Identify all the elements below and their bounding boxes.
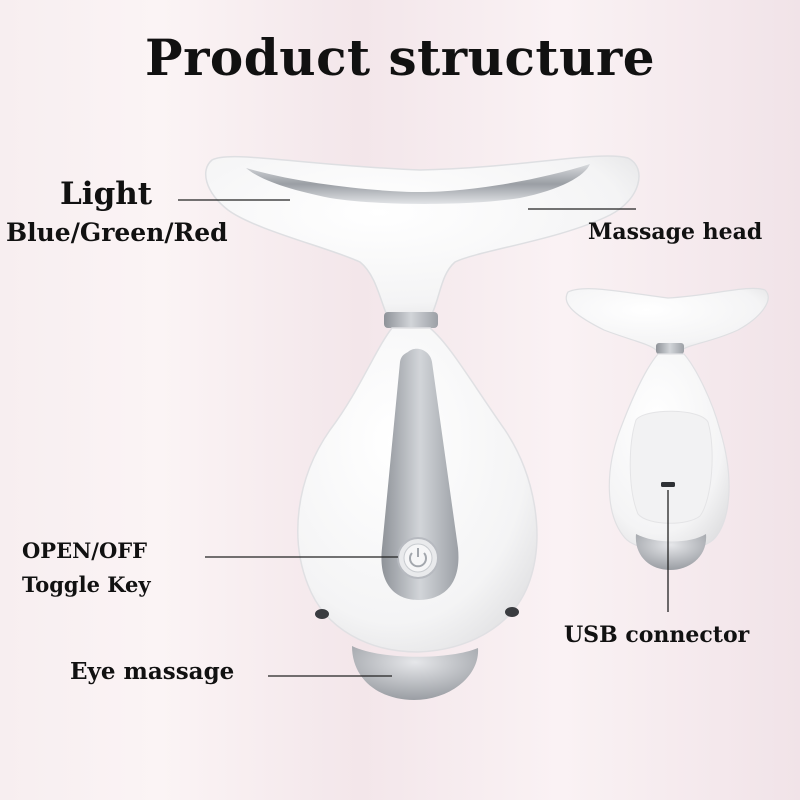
main-device xyxy=(204,155,640,700)
back-head-shape xyxy=(565,287,769,351)
toggle-key-label: Toggle Key xyxy=(22,572,151,597)
massage-head-shape xyxy=(204,155,640,319)
page-title: Product structure xyxy=(144,28,656,87)
leader-lines xyxy=(178,199,669,677)
light-strip xyxy=(246,164,590,204)
back-eye-head xyxy=(635,534,707,570)
light-colors-label: Blue/Green/Red xyxy=(6,218,228,247)
power-icon xyxy=(409,552,427,568)
open-off-label: OPEN/OFF xyxy=(22,538,148,563)
back-view-device xyxy=(565,287,769,570)
eye-massage-head xyxy=(352,646,479,700)
side-sensor-left xyxy=(315,609,329,619)
center-panel xyxy=(381,348,459,600)
massage-head-label: Massage head xyxy=(588,219,763,245)
power-button xyxy=(403,543,433,573)
back-neck-ring xyxy=(656,343,684,354)
light-label: Light xyxy=(60,176,153,212)
side-sensor-right xyxy=(505,607,519,617)
neck-ring xyxy=(384,312,438,328)
usb-connector-label: USB connector xyxy=(564,622,750,648)
usb-port xyxy=(661,482,675,487)
eye-massage-label: Eye massage xyxy=(70,658,235,685)
